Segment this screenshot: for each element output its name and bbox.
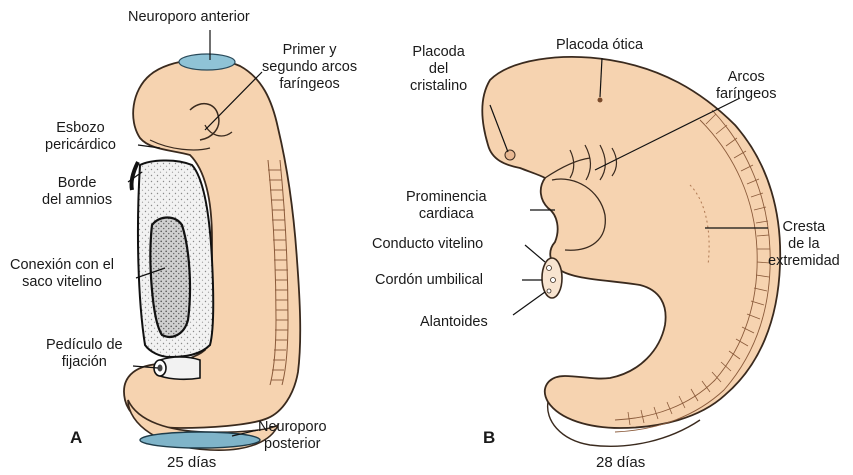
label-cordon-umbilical: Cordón umbilical (375, 272, 483, 289)
label-borde-amnios: Borde del amnios (42, 175, 112, 209)
panel-letter-a: A (70, 429, 82, 446)
label-conducto-vitelino: Conducto vitelino (372, 236, 483, 253)
posterior-neuropore (140, 432, 260, 448)
label-placoda-otica: Placoda ótica (556, 37, 643, 54)
label-arcos-faringeos: Arcos faríngeos (716, 69, 776, 103)
label-esbozo-pericardico: Esbozo pericárdico (45, 120, 116, 154)
days-a: 25 días (167, 454, 216, 471)
label-alantoides: Alantoides (420, 314, 488, 331)
label-neuroporo-posterior: Neuroporo posterior (258, 419, 327, 453)
embryo-a (124, 54, 300, 450)
lens-placode (505, 150, 515, 160)
yolk-sac-connection (150, 218, 190, 337)
otic-placode (598, 98, 603, 103)
label-neuroporo-anterior: Neuroporo anterior (128, 9, 250, 26)
label-placoda-cristalino: Placoda del cristalino (410, 44, 467, 95)
days-b: 28 días (596, 454, 645, 471)
label-conexion-saco-vitelino: Conexión con el saco vitelino (10, 257, 114, 291)
label-pediculo-fijacion: Pedículo de fijación (46, 337, 123, 371)
embryo-b-body (482, 57, 780, 428)
embryo-b (482, 57, 780, 446)
label-prominencia-cardiaca: Prominencia cardiaca (406, 189, 487, 223)
anterior-neuropore (179, 54, 235, 70)
label-primer-segundo-arcos: Primer y segundo arcos faríngeos (262, 42, 357, 93)
panel-letter-b: B (483, 429, 495, 446)
label-cresta-extremidad: Cresta de la extremidad (768, 219, 840, 270)
